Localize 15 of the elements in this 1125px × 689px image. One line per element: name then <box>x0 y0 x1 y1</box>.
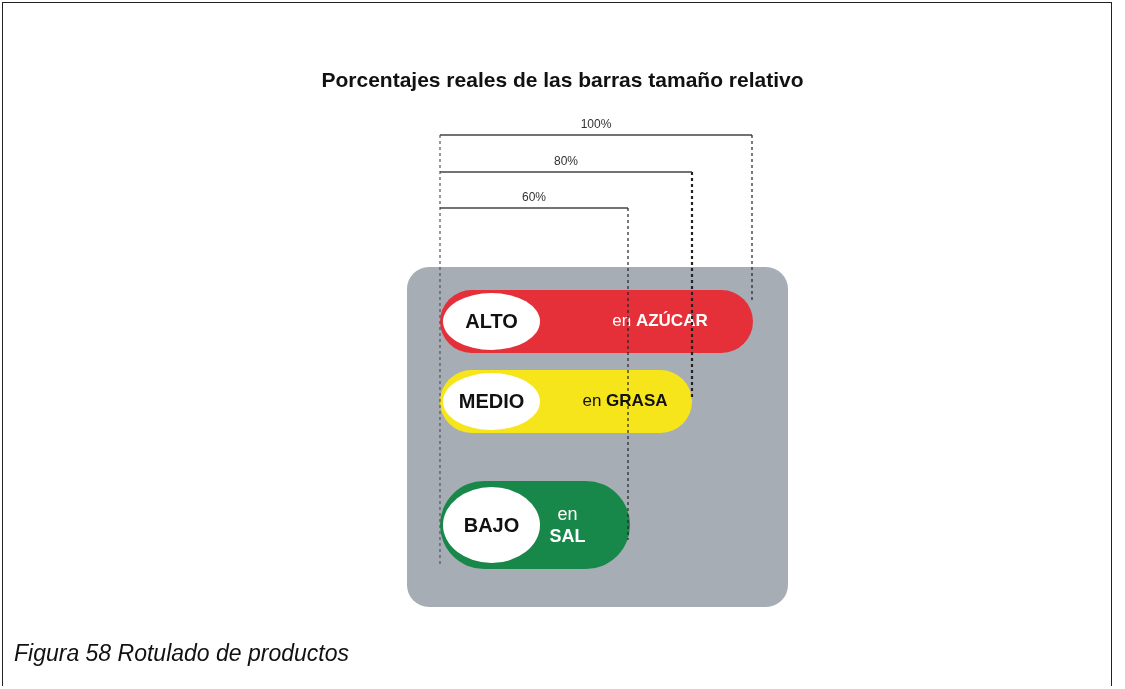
nutrient-bar <box>440 290 753 353</box>
label-panel <box>407 267 788 607</box>
nutrient-bar <box>440 370 692 433</box>
diagram-title: Porcentajes reales de las barras tamaño relativo <box>320 68 805 92</box>
level-oval: BAJO <box>443 487 540 563</box>
bar-text: en AZÚCAR <box>611 310 709 332</box>
dimension-label: 80% <box>553 154 579 168</box>
nutrient-bar <box>440 481 630 569</box>
figure-caption: Figura 58 Rotulado de productos <box>14 640 349 667</box>
bar-text: en SAL <box>548 503 587 547</box>
level-oval: ALTO <box>443 293 540 350</box>
dimension-label: 60% <box>521 190 547 204</box>
dimension-label: 100% <box>579 117 613 131</box>
level-oval: MEDIO <box>443 373 540 430</box>
bar-text: en GRASA <box>581 390 669 412</box>
